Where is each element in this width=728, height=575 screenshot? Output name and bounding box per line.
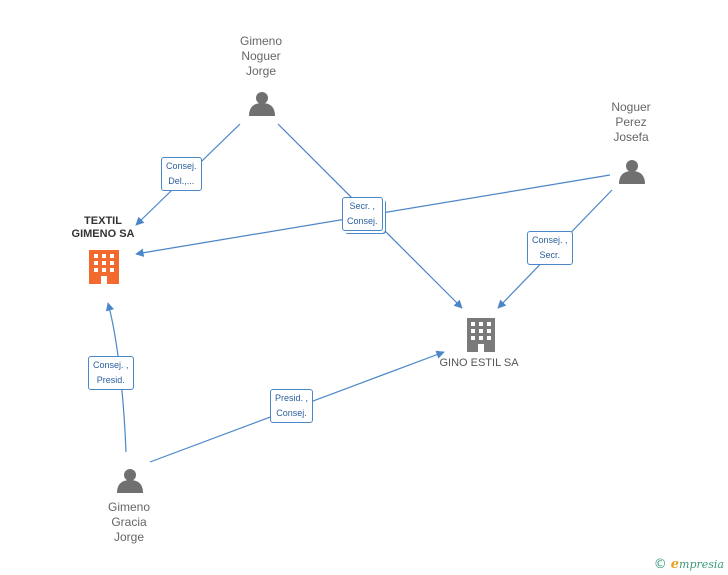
building-icon <box>89 250 119 284</box>
relation-label-secr-consej[interactable]: Secr. , Consej. <box>342 197 383 231</box>
person-gimeno-gracia-jorge[interactable]: Gimeno Gracia Jorge <box>107 500 151 544</box>
copyright-icon: © <box>653 557 667 572</box>
brand-footer: ©empresia <box>654 557 724 572</box>
relation-label-presid-consej[interactable]: Presid. , Consej. <box>270 389 314 423</box>
building-icon <box>467 318 495 352</box>
relation-label-consej-secr[interactable]: Consej. , Secr. <box>527 231 573 265</box>
relation-label-consej-presid[interactable]: Consej. , Presid. <box>88 356 134 390</box>
company-textil-gimeno-sa[interactable]: TEXTIL GIMENO SA <box>71 215 135 240</box>
company-gino-estil-sa[interactable]: GINO ESTIL SA <box>439 357 519 369</box>
brand-logo-text: mpresia <box>679 558 724 571</box>
person-icon <box>619 160 645 184</box>
person-gimeno-noguer-jorge[interactable]: Gimeno Noguer Jorge <box>239 34 283 78</box>
person-icon <box>117 469 143 493</box>
person-icon <box>249 92 275 116</box>
person-noguer-perez-josefa[interactable]: Noguer Perez Josefa <box>611 100 651 144</box>
relation-label-consej-del[interactable]: Consej. Del.,... <box>161 157 202 191</box>
brand-logo-initial: e <box>670 557 680 572</box>
